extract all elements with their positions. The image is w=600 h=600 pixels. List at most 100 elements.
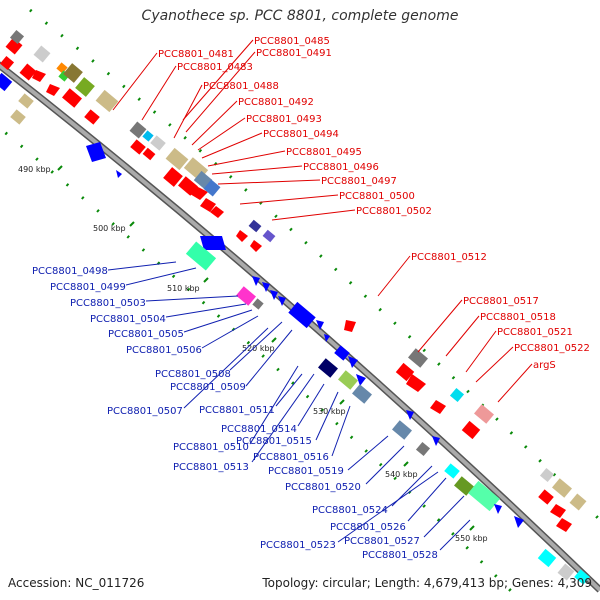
gene-label[interactable]: PCC8801_0483 xyxy=(177,62,253,73)
gene-label[interactable]: PCC8801_0509 xyxy=(170,382,246,393)
gene-box[interactable] xyxy=(454,476,474,496)
gene-arrow[interactable] xyxy=(190,186,208,200)
gene-box[interactable] xyxy=(0,55,15,71)
gene-label[interactable]: PCC8801_0503 xyxy=(70,298,146,309)
gene-label[interactable]: PCC8801_0499 xyxy=(50,282,126,293)
gene-arrow[interactable] xyxy=(406,374,426,392)
gene-arrow[interactable] xyxy=(200,198,216,212)
gene-arrow[interactable] xyxy=(262,282,270,292)
gene-box[interactable] xyxy=(10,109,26,125)
gene-box[interactable] xyxy=(84,109,100,125)
gene-box[interactable] xyxy=(538,489,554,505)
gene-label[interactable]: PCC8801_0517 xyxy=(463,296,539,307)
gene-box[interactable] xyxy=(63,63,83,83)
gene-box[interactable] xyxy=(395,362,415,382)
gene-label[interactable]: PCC8801_0513 xyxy=(173,462,249,473)
gene-arrow[interactable] xyxy=(316,320,324,330)
gene-label[interactable]: PCC8801_0520 xyxy=(285,482,361,493)
gene-label[interactable]: PCC8801_0521 xyxy=(497,327,573,338)
gene-box[interactable] xyxy=(539,467,555,483)
gene-label[interactable]: PCC8801_0502 xyxy=(356,206,432,217)
gene-arrow[interactable] xyxy=(324,334,330,342)
gene-box[interactable] xyxy=(62,88,82,108)
gene-arrow[interactable] xyxy=(270,290,278,300)
gene-label[interactable]: PCC8801_0500 xyxy=(339,191,415,202)
gene-arrow[interactable] xyxy=(514,516,524,528)
gene-label[interactable]: PCC8801_0523 xyxy=(260,540,336,551)
gene-label[interactable]: PCC8801_0488 xyxy=(203,81,279,92)
gene-arrow[interactable] xyxy=(200,236,226,250)
gene-label[interactable]: PCC8801_0528 xyxy=(362,550,438,561)
gene-box[interactable] xyxy=(163,167,183,187)
gene-box[interactable] xyxy=(334,345,350,361)
gene-arrow[interactable] xyxy=(86,142,106,162)
gene-label[interactable]: PCC8801_0506 xyxy=(126,345,202,356)
gene-label[interactable]: PCC8801_0512 xyxy=(411,252,487,263)
gene-box[interactable] xyxy=(0,72,13,92)
gene-label[interactable]: PCC8801_0511 xyxy=(199,405,275,416)
gene-box[interactable] xyxy=(408,348,428,368)
gene-box[interactable] xyxy=(338,370,358,390)
gene-box[interactable] xyxy=(33,45,51,63)
gene-box[interactable] xyxy=(288,301,316,329)
gene-arrow[interactable] xyxy=(430,400,446,414)
gene-box[interactable] xyxy=(165,147,189,171)
gene-box[interactable] xyxy=(537,548,557,568)
gene-box[interactable] xyxy=(557,563,575,581)
gene-label[interactable]: PCC8801_0485 xyxy=(254,36,330,47)
gene-label[interactable]: PCC8801_0492 xyxy=(238,97,314,108)
gene-box[interactable] xyxy=(150,135,166,151)
gene-label[interactable]: PCC8801_0481 xyxy=(158,49,234,60)
gene-label[interactable]: PCC8801_0515 xyxy=(236,436,312,447)
gene-label[interactable]: PCC8801_0495 xyxy=(286,147,362,158)
gene-arrow[interactable] xyxy=(116,170,122,178)
gene-label[interactable]: PCC8801_0494 xyxy=(263,129,339,140)
gene-label[interactable]: PCC8801_0505 xyxy=(108,329,184,340)
gene-label[interactable]: PCC8801_0491 xyxy=(256,48,332,59)
gene-label[interactable]: PCC8801_0493 xyxy=(246,114,322,125)
gene-arrow[interactable] xyxy=(556,518,572,532)
gene-box[interactable] xyxy=(19,63,37,81)
gene-box[interactable] xyxy=(468,480,500,512)
gene-arrow[interactable] xyxy=(210,206,224,218)
gene-arrow[interactable] xyxy=(356,374,366,386)
gene-box[interactable] xyxy=(474,404,494,424)
gene-label[interactable]: PCC8801_0496 xyxy=(303,162,379,173)
gene-label[interactable]: PCC8801_0526 xyxy=(330,522,406,533)
gene-box[interactable] xyxy=(569,493,587,511)
gene-label[interactable]: PCC8801_0510 xyxy=(173,442,249,453)
gene-box[interactable] xyxy=(444,463,460,479)
gene-label[interactable]: PCC8801_0507 xyxy=(107,406,183,417)
gene-label[interactable]: PCC8801_0498 xyxy=(32,266,108,277)
gene-label[interactable]: PCC8801_0516 xyxy=(253,452,329,463)
gene-label[interactable]: PCC8801_0518 xyxy=(480,312,556,323)
gene-arrow[interactable] xyxy=(32,70,46,82)
gene-box[interactable] xyxy=(142,130,154,142)
gene-arrow[interactable] xyxy=(252,276,260,286)
gene-label[interactable]: PCC8801_0524 xyxy=(312,505,388,516)
gene-box[interactable] xyxy=(75,77,95,97)
gene-box[interactable] xyxy=(552,478,572,498)
gene-box[interactable] xyxy=(262,229,276,243)
gene-box[interactable] xyxy=(142,147,156,161)
gene-arrow[interactable] xyxy=(278,296,286,306)
gene-box[interactable] xyxy=(95,89,119,113)
gene-box[interactable] xyxy=(56,62,68,74)
gene-arrow[interactable] xyxy=(46,84,60,96)
gene-arrow[interactable] xyxy=(550,504,566,518)
gene-label[interactable]: PCC8801_0519 xyxy=(268,466,344,477)
gene-label[interactable]: PCC8801_0504 xyxy=(90,314,166,325)
gene-label[interactable]: PCC8801_0514 xyxy=(221,424,297,435)
gene-box[interactable] xyxy=(185,241,217,271)
gene-box[interactable] xyxy=(129,121,147,139)
gene-arrow[interactable] xyxy=(432,436,440,446)
gene-box[interactable] xyxy=(461,420,481,440)
gene-box[interactable] xyxy=(130,139,146,155)
gene-label[interactable]: argS xyxy=(533,360,556,371)
gene-box[interactable] xyxy=(252,298,264,310)
gene-arrow[interactable] xyxy=(236,230,248,242)
gene-label[interactable]: PCC8801_0527 xyxy=(344,536,420,547)
gene-box[interactable] xyxy=(449,387,465,403)
gene-arrow[interactable] xyxy=(348,356,358,368)
gene-box[interactable] xyxy=(203,179,221,197)
